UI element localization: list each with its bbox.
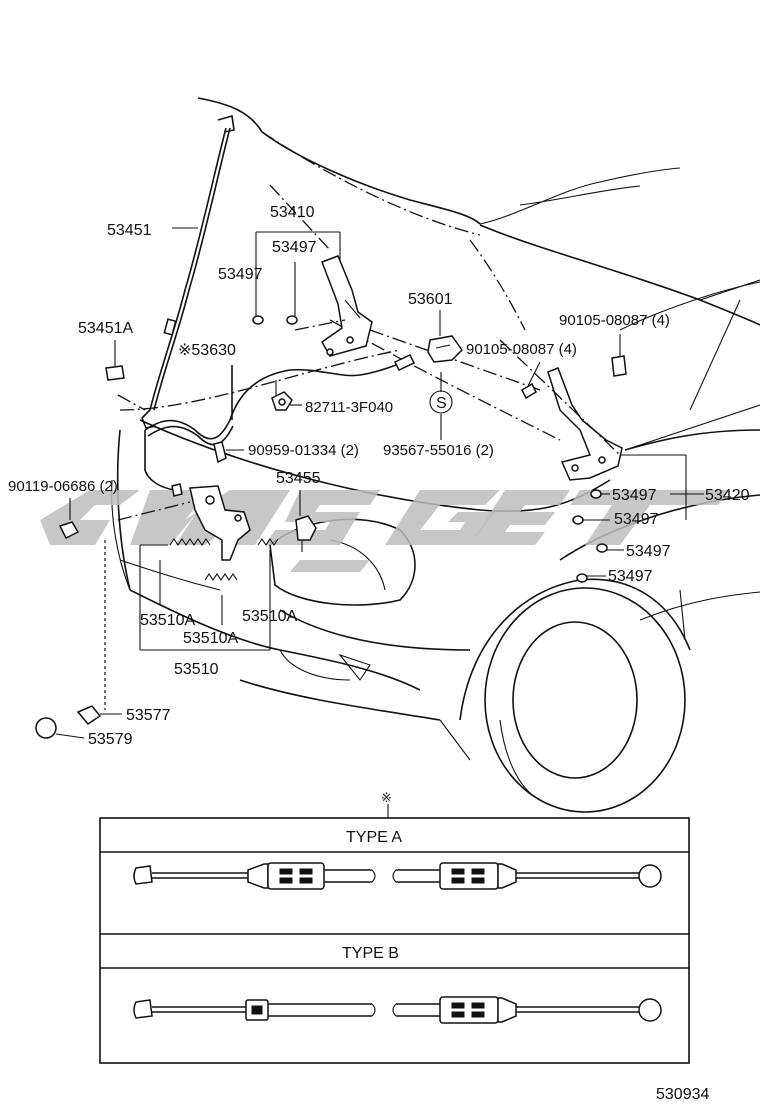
label-90105-lower: 90105-08087 (4) xyxy=(466,341,577,358)
label-93567: 93567-55016 (2) xyxy=(383,442,494,459)
part-labels: 53451 53410 53497 53497 53601 53451A ※53… xyxy=(8,204,750,748)
inset-type-b-header: TYPE B xyxy=(342,945,399,962)
label-53510A-left: 53510A xyxy=(140,612,195,629)
inset-frame xyxy=(99,817,690,1064)
label-90959: 90959-01334 (2) xyxy=(248,442,359,459)
label-53601: 53601 xyxy=(408,291,453,308)
label-53497-upper: 53497 xyxy=(272,239,317,256)
diagram-number: 530934 xyxy=(656,1086,709,1103)
cable-type-a-drawing xyxy=(133,862,662,890)
label-circle-s: S xyxy=(436,395,447,412)
inset-marker: ※ xyxy=(381,790,392,805)
hood-lock-assembly xyxy=(104,485,279,710)
hood-hinge-right xyxy=(369,329,623,481)
label-53630: ※53630 xyxy=(178,342,236,359)
label-53577: 53577 xyxy=(126,707,171,724)
hood-hinge-left xyxy=(269,184,373,357)
small-parts xyxy=(35,231,704,739)
label-90119: 90119-06686 (2) xyxy=(8,478,118,495)
label-53497-r2: 53497 xyxy=(614,511,659,528)
label-53497-r1: 53497 xyxy=(612,487,657,504)
label-53510A-center: 53510A xyxy=(183,630,238,647)
label-53579: 53579 xyxy=(88,731,133,748)
label-90105-upper: 90105-08087 (4) xyxy=(559,312,670,329)
label-53410: 53410 xyxy=(270,204,315,221)
label-53497-left: 53497 xyxy=(218,266,263,283)
label-53451: 53451 xyxy=(107,222,152,239)
label-82711: 82711-3F040 xyxy=(305,399,393,416)
inset-type-a-header: TYPE A xyxy=(346,829,402,846)
cable-type-inset: ※ TYPE A TYPE B xyxy=(99,790,690,1064)
label-53451A: 53451A xyxy=(78,320,133,337)
label-53510A-right: 53510A xyxy=(242,608,297,625)
label-53455: 53455 xyxy=(276,470,321,487)
circle-s-marker xyxy=(429,390,453,414)
hood-support-rod xyxy=(141,114,235,429)
label-53510: 53510 xyxy=(174,661,219,678)
label-53497-r3: 53497 xyxy=(626,543,671,560)
label-53497-r4: 53497 xyxy=(608,568,653,585)
label-53420: 53420 xyxy=(705,487,750,504)
hood-release-cable xyxy=(144,354,416,497)
cable-type-b-drawing xyxy=(133,996,662,1024)
